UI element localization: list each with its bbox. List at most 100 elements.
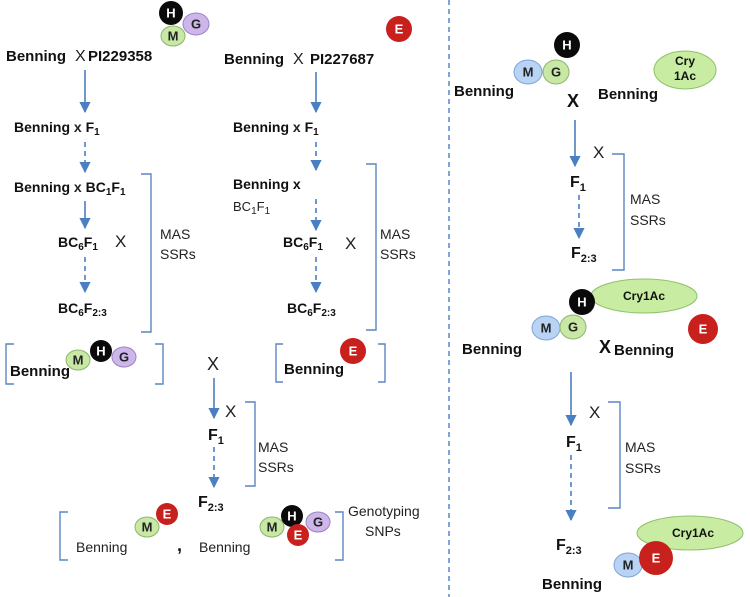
- parent-benning-c4: Benning: [614, 342, 674, 359]
- svg-text:E: E: [652, 551, 661, 566]
- marker-M-c2: M: [531, 315, 561, 341]
- parent-benning-c2: Benning: [598, 86, 658, 103]
- ssrs-label: SSRs: [380, 246, 416, 262]
- marker-H-line1: H: [90, 340, 112, 362]
- marker-M-c-final: M: [613, 552, 643, 578]
- svg-text:G: G: [568, 320, 578, 335]
- self-cross-symbol: X: [589, 403, 600, 422]
- cross-symbol-b: X: [293, 51, 304, 68]
- svg-text:Cry1Ac: Cry1Ac: [623, 289, 665, 303]
- svg-text:M: M: [142, 520, 153, 535]
- gen-label: Benning x F1: [14, 119, 100, 138]
- marker-G-c: G: [542, 59, 570, 85]
- cry1ac-gene-c2: Cry1Ac: [590, 278, 698, 314]
- parent-pi229358: PI229358: [88, 48, 152, 65]
- svg-text:M: M: [623, 558, 634, 573]
- parent-benning-b: Benning: [224, 51, 284, 68]
- cry1ac-gene-c: Cry 1Ac: [653, 50, 717, 90]
- parent-benning-a: Benning: [6, 48, 66, 65]
- svg-text:H: H: [287, 509, 296, 524]
- marker-M-line1: M: [65, 349, 91, 371]
- svg-text:M: M: [168, 29, 179, 44]
- marker-M-final2: M: [259, 516, 285, 538]
- mas-label: MAS: [625, 439, 655, 455]
- parent-benning-c1: Benning: [454, 83, 514, 100]
- svg-text:M: M: [523, 65, 534, 80]
- svg-text:E: E: [294, 528, 303, 543]
- marker-M-a: M: [160, 25, 186, 47]
- svg-text:M: M: [73, 353, 84, 368]
- parent-benning-c3: Benning: [462, 341, 522, 358]
- svg-text:G: G: [119, 350, 129, 365]
- marker-G-c2: G: [559, 314, 587, 340]
- marker-E-b: E: [386, 16, 412, 42]
- cross-symbol-c2: X: [599, 337, 611, 357]
- cross-symbol-c: X: [567, 91, 579, 111]
- mas-label: MAS: [380, 226, 410, 242]
- self-cross-symbol: X: [345, 234, 356, 253]
- gen-label: Benning x BC1F1: [14, 179, 126, 198]
- gen-label: F1: [570, 174, 586, 194]
- svg-text:Cry1Ac: Cry1Ac: [672, 526, 714, 540]
- mas-label: MAS: [160, 226, 190, 242]
- svg-text:H: H: [562, 38, 571, 53]
- svg-text:H: H: [577, 295, 586, 310]
- svg-text:G: G: [313, 515, 323, 530]
- final-line-benning-me: Benning: [76, 539, 127, 555]
- marker-H-c: H: [554, 32, 580, 58]
- gen-label: Benning x: [233, 176, 301, 192]
- self-cross-symbol: X: [225, 402, 236, 421]
- marker-H-c2: H: [569, 289, 595, 315]
- final-benning-c: Benning: [542, 576, 602, 593]
- gen-label: BC1F1: [233, 199, 271, 217]
- marker-H-final2: H: [281, 505, 303, 527]
- parent-pi227687: PI227687: [310, 51, 374, 68]
- ssrs-label: SSRs: [258, 459, 294, 475]
- marker-E-c2: E: [688, 314, 718, 344]
- marker-E-line2: E: [340, 338, 366, 364]
- line-benning-e: Benning: [284, 361, 344, 378]
- svg-text:E: E: [395, 22, 404, 37]
- gen-label: BC6F2:3: [58, 300, 107, 319]
- svg-text:G: G: [551, 65, 561, 80]
- marker-E-c-final: E: [639, 541, 673, 575]
- gen-label: F1: [208, 427, 224, 447]
- mas-label: MAS: [258, 439, 288, 455]
- svg-text:1Ac: 1Ac: [674, 69, 696, 83]
- marker-E-final2: E: [287, 524, 309, 546]
- svg-text:H: H: [96, 344, 105, 359]
- gen-label: Benning x F1: [233, 119, 319, 138]
- marker-M-c: M: [513, 59, 543, 85]
- svg-text:Cry: Cry: [675, 54, 695, 68]
- svg-text:M: M: [267, 520, 278, 535]
- gen-label: F2:3: [198, 494, 224, 514]
- svg-text:M: M: [541, 321, 552, 336]
- gen-label: F2:3: [571, 245, 597, 265]
- marker-H-a: H: [159, 1, 183, 25]
- svg-text:H: H: [166, 6, 175, 21]
- cry1ac-gene-final: Cry1Ac: [636, 515, 744, 551]
- line-benning-mhg: Benning: [10, 363, 70, 380]
- marker-G-a: G: [182, 12, 210, 36]
- marker-M-final1: M: [134, 516, 160, 538]
- svg-text:E: E: [699, 322, 708, 337]
- gen-label: BC6F1: [283, 234, 323, 253]
- mas-label: MAS: [630, 191, 660, 207]
- ssrs-label: SSRs: [160, 246, 196, 262]
- gen-label: F1: [566, 434, 582, 454]
- comma-separator: ,: [177, 535, 182, 555]
- ssrs-label: SSRs: [630, 212, 666, 228]
- self-cross-symbol: X: [115, 232, 126, 251]
- final-line-benning-mehg: Benning: [199, 539, 250, 555]
- svg-text:E: E: [163, 507, 172, 522]
- gen-label: BC6F2:3: [287, 300, 336, 319]
- svg-text:E: E: [349, 344, 358, 359]
- self-cross-symbol: X: [593, 143, 604, 162]
- genotyping-label: Genotyping: [348, 503, 420, 519]
- ssrs-label: SSRs: [625, 460, 661, 476]
- cross-symbol-lines: X: [207, 354, 219, 374]
- gen-label: F2:3: [556, 537, 582, 557]
- marker-G-line1: G: [111, 346, 137, 368]
- gen-label: BC6F1: [58, 234, 98, 253]
